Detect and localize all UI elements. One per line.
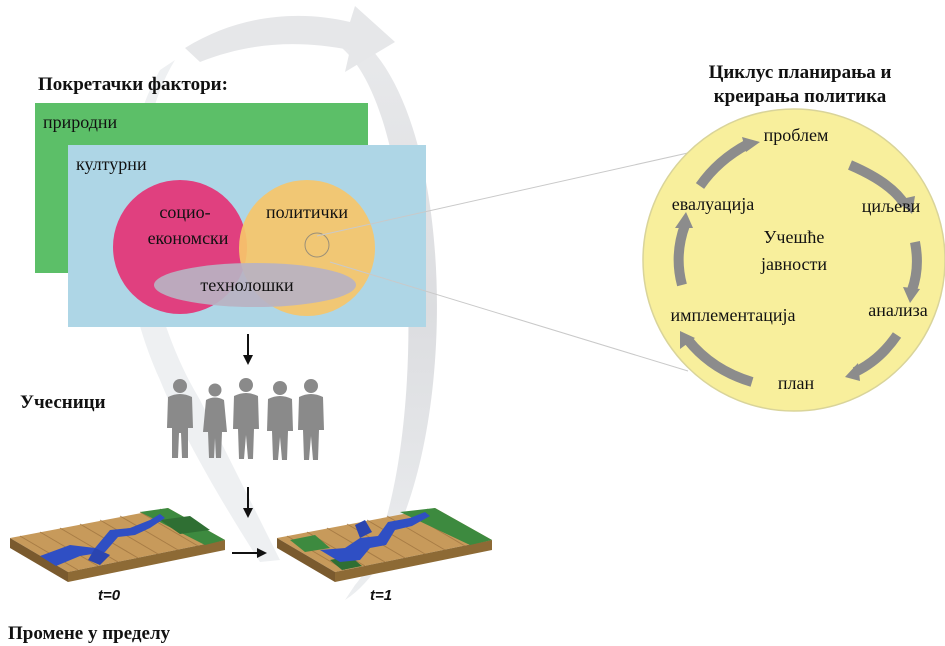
landscape-t0-label: t=0 xyxy=(98,587,121,604)
person-silhouette-icon xyxy=(167,379,193,458)
drivers-heading: Покретачки фактори: xyxy=(38,74,228,95)
cultural-factor-label: културни xyxy=(76,154,147,174)
cycle-step-problem: проблем xyxy=(764,125,829,145)
cycle-arrow-icon xyxy=(673,223,690,287)
cycle-center-line1: Учешће xyxy=(764,227,825,247)
landscape-t1-grid xyxy=(277,508,492,582)
cycle-step-evaluation: евалуација xyxy=(672,194,754,214)
cycle-arrow-icon xyxy=(695,139,751,189)
person-silhouette-icon xyxy=(267,381,293,460)
landscape-caption: Промене у пределу xyxy=(8,623,171,644)
political-label: политички xyxy=(266,202,348,222)
person-silhouette-icon xyxy=(298,379,324,460)
cycle-step-analysis: анализа xyxy=(868,300,927,320)
cycle-step-plan: план xyxy=(778,373,815,393)
socio-economic-label-line1: социо- xyxy=(159,202,210,222)
technological-ellipse xyxy=(154,263,356,307)
natural-factor-label: природни xyxy=(43,112,118,132)
cycle-center-line2: јавности xyxy=(760,254,827,274)
cycle-title-line2: креирања политика xyxy=(714,86,887,107)
cycle-arrow-icon xyxy=(907,241,922,292)
focus-circle xyxy=(304,232,330,258)
participants-group xyxy=(167,378,324,460)
technological-label: технолошки xyxy=(200,275,294,295)
cycle-circle xyxy=(642,108,945,412)
cycle-title-line1: Циклус планирања и xyxy=(709,62,892,83)
landscape-t1-label: t=1 xyxy=(370,587,392,604)
cycle-arrow-icon xyxy=(684,336,754,387)
landscape-t0-grid xyxy=(10,508,225,582)
cycle-step-goals: циљеви xyxy=(862,196,921,216)
cycle-arrow-icon xyxy=(852,332,902,377)
participants-label: Учесници xyxy=(20,392,106,413)
person-silhouette-icon xyxy=(233,378,259,459)
socio-economic-label-line2: економски xyxy=(148,228,229,248)
person-silhouette-icon xyxy=(203,383,227,458)
connector-line-upper xyxy=(316,143,729,237)
cycle-arrows xyxy=(673,139,922,387)
cycle-arrow-heads xyxy=(675,137,920,381)
cycle-step-implementation: имплементација xyxy=(671,305,796,325)
connector-line-lower xyxy=(329,261,689,372)
